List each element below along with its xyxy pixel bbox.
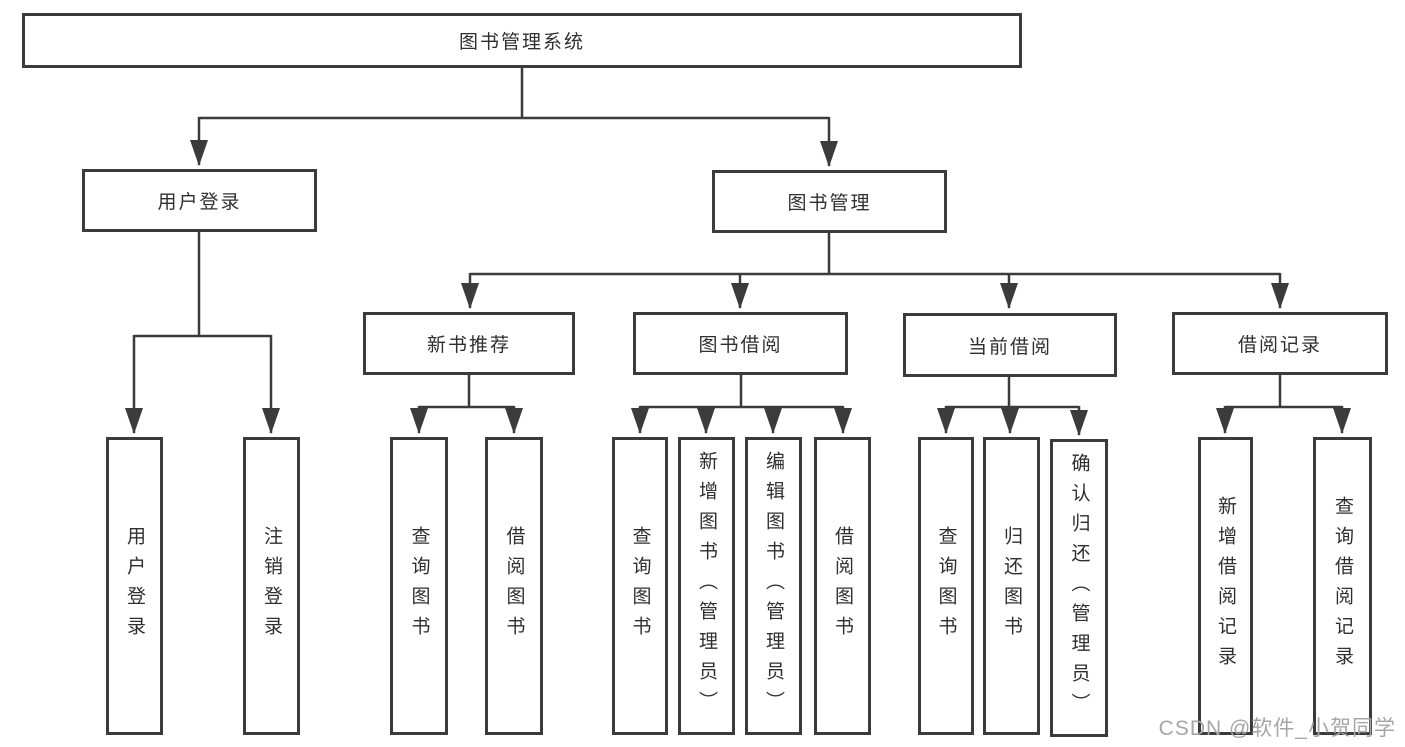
node-leaf-query-book-b: 查询图书 [612, 437, 668, 735]
node-leaf-query-book-a-label: 查询图书 [408, 526, 430, 646]
node-leaf-add-record: 新增借阅记录 [1198, 437, 1253, 735]
node-leaf-confirm-return-label: 确认归还（管理员） [1068, 453, 1090, 723]
node-root: 图书管理系统 [22, 13, 1022, 68]
node-borrow-record: 借阅记录 [1172, 312, 1388, 375]
node-new-book-rec-label: 新书推荐 [426, 335, 511, 356]
node-user-login: 用户登录 [82, 169, 317, 232]
node-leaf-confirm-return: 确认归还（管理员） [1050, 439, 1108, 737]
node-leaf-borrow-book-b: 借阅图书 [814, 437, 871, 735]
node-leaf-add-book: 新增图书（管理员） [678, 437, 735, 735]
node-leaf-query-book-b-label: 查询图书 [629, 526, 651, 646]
node-leaf-query-book-c: 查询图书 [918, 437, 974, 735]
node-leaf-add-book-label: 新增图书（管理员） [696, 451, 717, 721]
node-book-borrow: 图书借阅 [633, 312, 848, 375]
node-root-label: 图书管理系统 [458, 32, 585, 53]
node-leaf-edit-book-label: 编辑图书（管理员） [763, 451, 784, 721]
node-leaf-borrow-book-b-label: 借阅图书 [832, 526, 853, 646]
node-current-borrow-label: 当前借阅 [967, 336, 1052, 358]
node-leaf-borrow-book-a: 借阅图书 [485, 437, 543, 735]
node-leaf-add-record-label: 新增借阅记录 [1215, 496, 1236, 676]
node-leaf-query-book-c-label: 查询图书 [935, 526, 957, 646]
node-leaf-borrow-book-a-label: 借阅图书 [503, 526, 525, 646]
node-leaf-user-login-label: 用户登录 [124, 526, 145, 646]
node-leaf-logout-label: 注销登录 [261, 526, 282, 646]
node-leaf-return-book: 归还图书 [983, 437, 1040, 735]
node-current-borrow: 当前借阅 [903, 313, 1117, 377]
csdn-watermark: CSDN @软件_小贺同学 [1158, 717, 1396, 740]
node-leaf-query-record: 查询借阅记录 [1313, 437, 1372, 735]
node-leaf-query-record-label: 查询借阅记录 [1332, 496, 1353, 676]
node-leaf-return-book-label: 归还图书 [1001, 526, 1022, 646]
node-leaf-edit-book: 编辑图书（管理员） [745, 437, 802, 735]
node-new-book-rec: 新书推荐 [363, 312, 575, 375]
node-book-mgmt-label: 图书管理 [787, 193, 872, 214]
node-borrow-record-label: 借阅记录 [1237, 335, 1322, 356]
node-leaf-user-login: 用户登录 [106, 437, 163, 735]
node-book-mgmt: 图书管理 [712, 170, 947, 233]
node-leaf-query-book-a: 查询图书 [390, 437, 448, 735]
node-leaf-logout: 注销登录 [243, 437, 300, 735]
node-user-login-label: 用户登录 [157, 192, 242, 213]
node-book-borrow-label: 图书借阅 [698, 335, 783, 356]
